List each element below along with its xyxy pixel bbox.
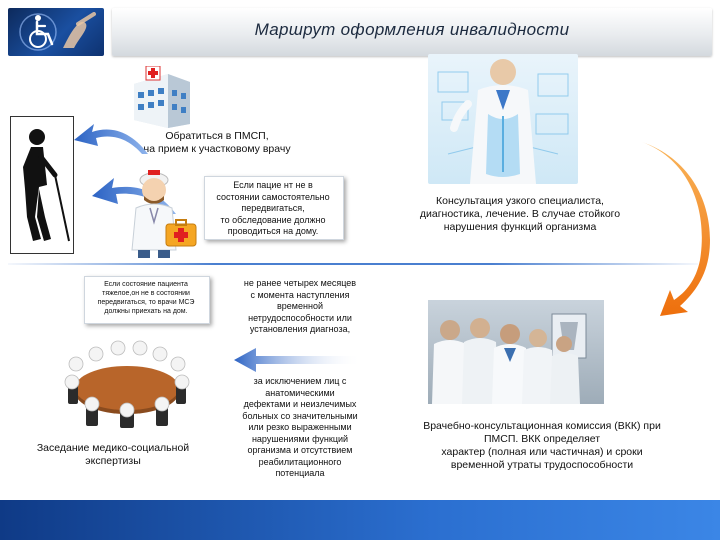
doctor-hologram-icon	[428, 54, 578, 184]
vkk-text: Врачебно-консультационная комиссия (ВКК)…	[423, 420, 661, 471]
section-divider	[8, 263, 698, 265]
exceptions-text: за исключением лиц с анатомическими дефе…	[242, 376, 358, 478]
doctor-with-kit-icon	[114, 160, 204, 260]
home-visit-text: Если пацие нт не в состоянии самостоятел…	[216, 180, 330, 236]
specialist-text: Консультация узкого специалиста, диагнос…	[419, 195, 621, 233]
home-visit-bubble	[204, 176, 344, 240]
header-bar	[112, 8, 712, 56]
mse-meeting-text: Заседание медико-социальной экспертизы	[36, 442, 190, 467]
arrow-to-mse	[232, 346, 362, 374]
step-register-text: Обратиться в ПМСП, на прием к участковом…	[143, 130, 291, 155]
round-table-icon	[56, 328, 198, 428]
person-frame	[10, 116, 74, 254]
arrow-to-person-top	[70, 120, 150, 156]
logo-wheelchair-icon	[8, 8, 104, 56]
doctors-team-icon	[428, 300, 604, 404]
footer-bar	[0, 500, 720, 540]
mse-home-text: Если состояние пациента тяжелое,он не в …	[97, 281, 195, 315]
page-title: Маршрут оформления инвалидности	[254, 20, 570, 39]
hospital-building-icon	[128, 66, 194, 128]
term-months-text: не ранее четырех месяцев с момента насту…	[243, 278, 357, 334]
mse-home-bubble	[84, 276, 210, 324]
arrow-to-vkk	[640, 140, 712, 320]
blind-person-icon	[23, 129, 70, 242]
